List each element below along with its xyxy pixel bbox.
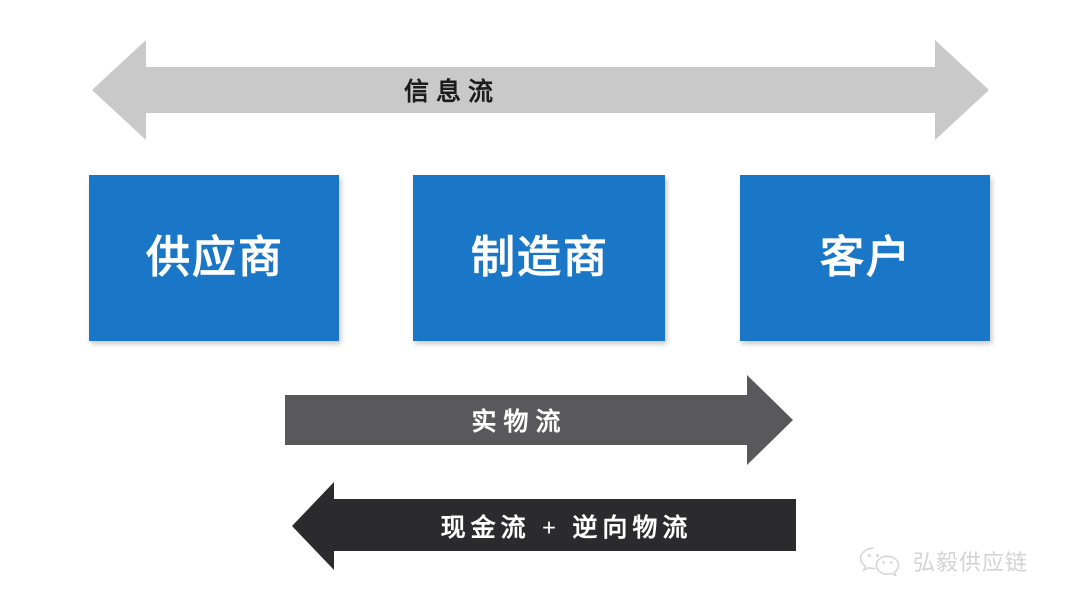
cash-reverse-flow-arrow-shape [292, 482, 796, 570]
wechat-icon [859, 547, 900, 576]
node-manufacturer-label: 制造商 [471, 233, 609, 282]
information-flow-arrow-shape [92, 40, 989, 140]
physical-flow-arrow-shape [285, 375, 793, 465]
node-supplier[interactable]: 供应商 [89, 175, 339, 341]
node-customer-label: 客户 [820, 233, 912, 282]
physical-flow-arrow [285, 375, 793, 465]
watermark-text: 弘毅供应链 [913, 550, 1029, 575]
watermark: 弘毅供应链 [858, 545, 1028, 577]
node-supplier-label: 供应商 [146, 233, 284, 282]
node-customer[interactable]: 客户 [740, 175, 990, 341]
cash-reverse-flow-arrow [292, 482, 796, 570]
information-flow-arrow [92, 38, 989, 142]
node-manufacturer[interactable]: 制造商 [413, 175, 665, 341]
